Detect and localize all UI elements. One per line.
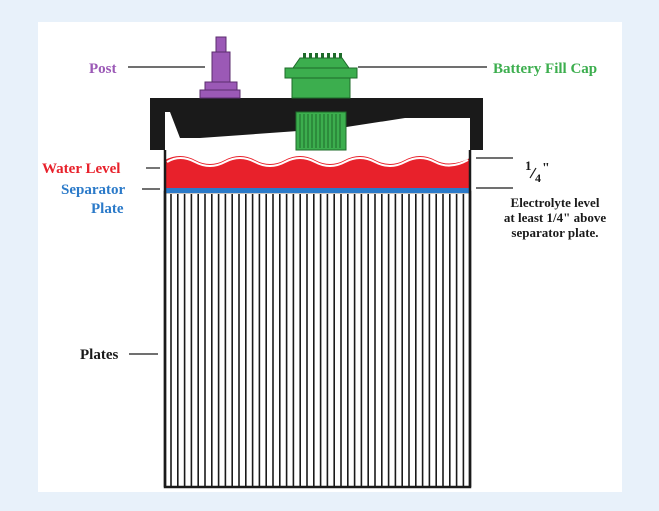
cap-ridge <box>327 53 330 59</box>
cap-ridge <box>321 53 324 59</box>
water-level-label: Water Level <box>42 161 120 177</box>
cap-ridge <box>339 53 342 59</box>
cap-ridge <box>315 53 318 59</box>
separator-label-line2: Plate <box>91 201 124 217</box>
note-line-2: at least 1/4" above <box>504 210 606 225</box>
cap-ridge <box>333 53 336 59</box>
quarter-numerator: 1 <box>525 158 532 173</box>
battery-post-icon <box>199 36 241 99</box>
separator-plate <box>165 187 470 193</box>
quarter-fraction-bar <box>529 167 537 179</box>
cap-ridge <box>303 53 306 59</box>
quarter-inch-mark: " <box>542 161 550 176</box>
note-line-3: separator plate. <box>511 225 598 240</box>
plates-block <box>163 190 472 489</box>
post-label: Post <box>89 61 117 77</box>
plates-label: Plates <box>80 347 118 363</box>
separator-label-line1: Separator <box>61 182 125 198</box>
quarter-denominator: 4 <box>535 171 541 185</box>
note-line-1: Electrolyte level <box>511 195 600 210</box>
cap-ridge <box>309 53 312 59</box>
battery-fill-cap-icon <box>284 53 358 151</box>
water-layer <box>165 156 470 188</box>
water-surface-line <box>166 157 469 167</box>
fill-cap-label: Battery Fill Cap <box>493 61 597 77</box>
